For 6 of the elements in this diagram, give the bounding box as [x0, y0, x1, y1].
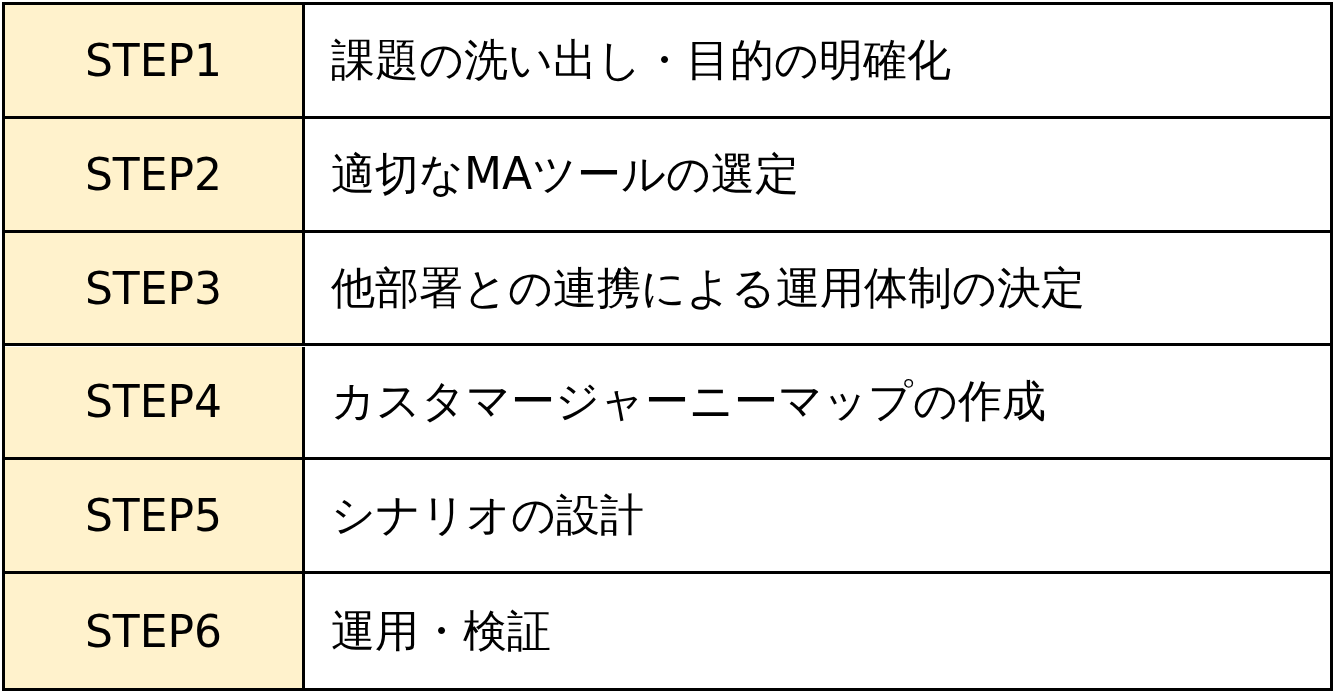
- step-number-cell: STEP6: [5, 574, 305, 688]
- step-number-cell: STEP2: [5, 118, 305, 233]
- step-number-cell: STEP3: [5, 232, 305, 347]
- step-number-cell: STEP1: [5, 5, 305, 119]
- step-number-cell: STEP4: [5, 346, 305, 461]
- step-number-cell: STEP5: [5, 460, 305, 575]
